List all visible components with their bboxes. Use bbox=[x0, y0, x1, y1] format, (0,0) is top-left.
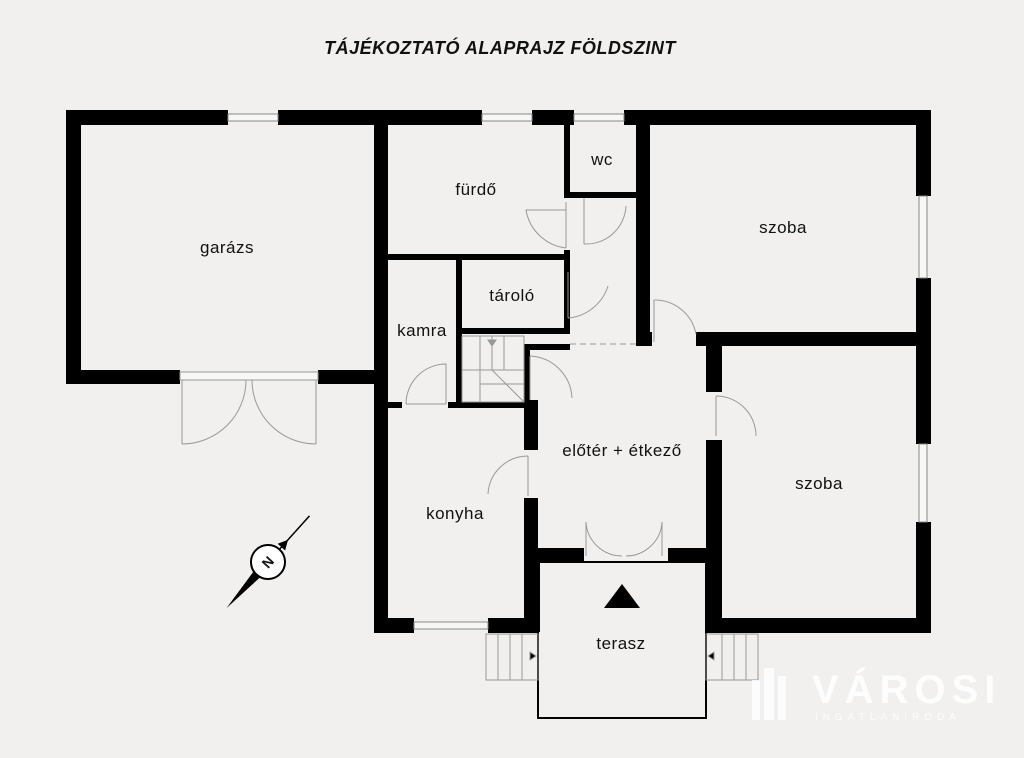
stairs bbox=[461, 335, 525, 403]
room-tarolo: tároló bbox=[489, 286, 535, 305]
logo-name: VÁROSI bbox=[812, 668, 1002, 712]
room-szoba-bottom: szoba bbox=[795, 474, 843, 493]
room-wc: wc bbox=[591, 150, 613, 169]
room-eloter: előtér + étkező bbox=[562, 441, 682, 460]
windows bbox=[227, 113, 928, 630]
garage-doors bbox=[179, 371, 319, 445]
plan-title: TÁJÉKOZTATÓ ALAPRAJZ FÖLDSZINT bbox=[324, 38, 676, 58]
room-konyha: konyha bbox=[426, 504, 484, 523]
room-furdo: fürdő bbox=[455, 180, 497, 199]
room-szoba-top: szoba bbox=[759, 218, 807, 237]
logo-icon bbox=[752, 668, 786, 720]
doors bbox=[405, 198, 757, 557]
interior-walls bbox=[388, 110, 931, 620]
room-terasz: terasz bbox=[596, 634, 646, 653]
compass-icon bbox=[226, 515, 311, 609]
steps bbox=[485, 633, 759, 681]
walls bbox=[66, 110, 931, 633]
logo-tagline: INGATLANIRODA bbox=[815, 712, 961, 723]
room-garazs: garázs bbox=[199, 238, 255, 257]
room-kamra: kamra bbox=[397, 321, 447, 340]
